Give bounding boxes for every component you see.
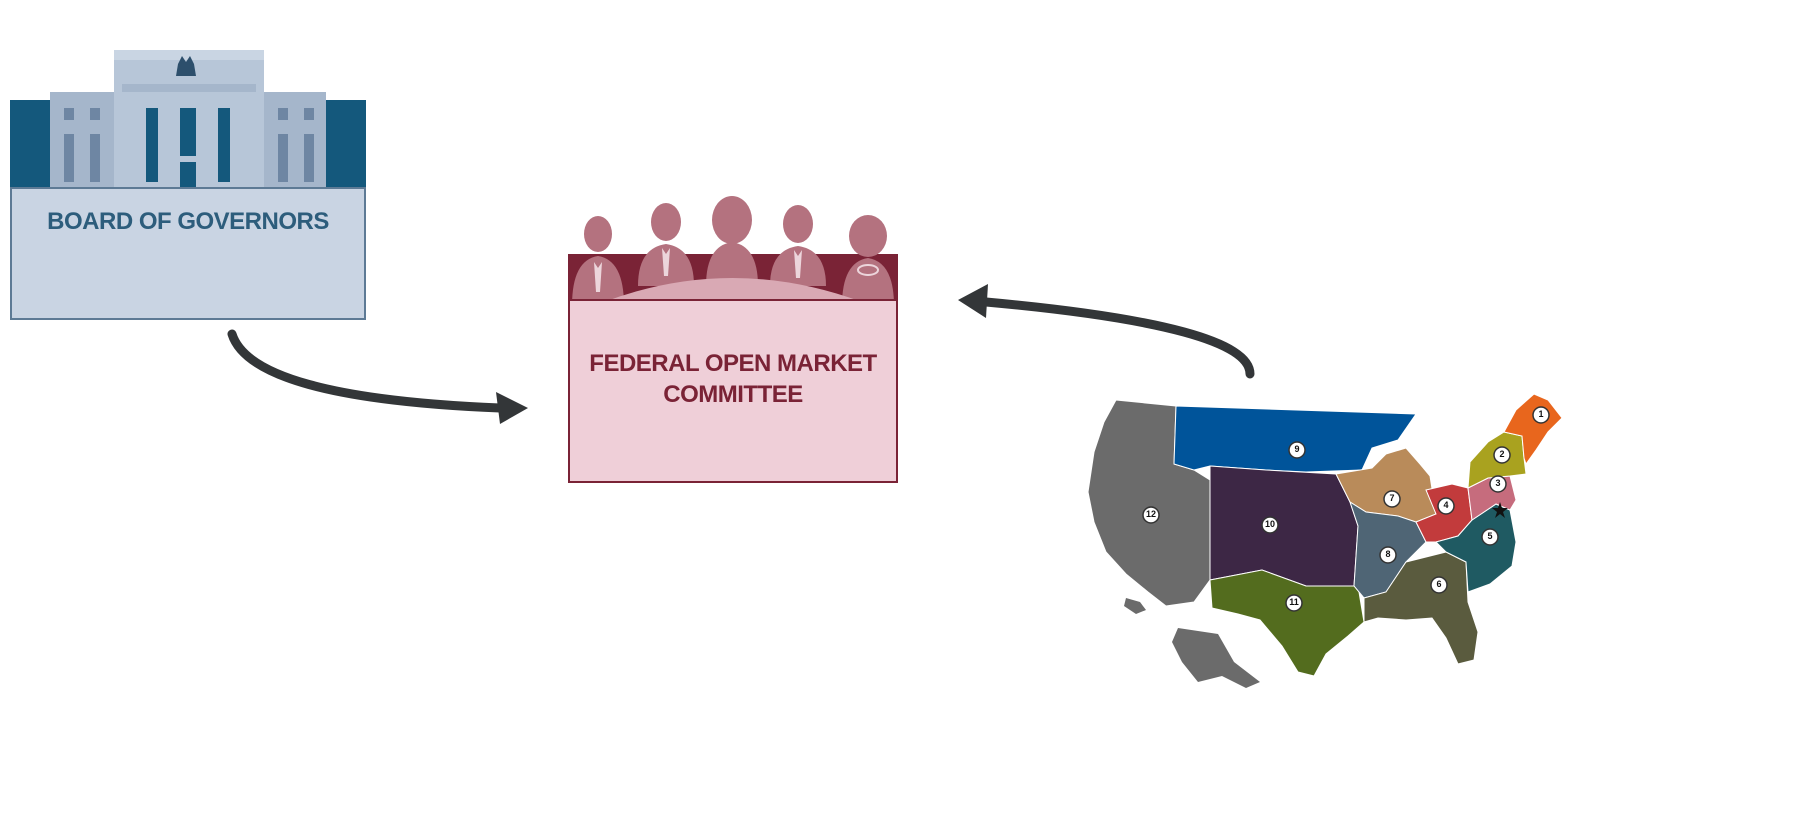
district-label-4: 4 <box>1443 500 1449 510</box>
fomc-committee-illustration <box>568 196 898 483</box>
district-labels: 1 2 3 4 5 6 7 8 9 10 11 12 <box>1086 392 1566 728</box>
district-label-2: 2 <box>1499 449 1505 459</box>
eagle-icon <box>176 56 196 76</box>
arrowhead-left-icon <box>958 284 988 318</box>
board-building-illustration <box>10 50 366 320</box>
federal-reserve-districts-map: 1 2 3 4 5 6 7 8 9 10 11 12 <box>1086 392 1566 728</box>
arrowhead-right-icon <box>496 392 528 424</box>
board-of-governors: BOARD OF GOVERNORS <box>10 48 366 320</box>
district-label-8: 8 <box>1385 549 1391 559</box>
arrow-board-to-fomc <box>227 329 528 424</box>
district-label-3: 3 <box>1495 478 1501 488</box>
district-label-12: 12 <box>1145 509 1156 519</box>
star-icon <box>1492 502 1508 518</box>
district-label-7: 7 <box>1389 493 1395 503</box>
district-label-5: 5 <box>1487 531 1493 541</box>
district-label-10: 10 <box>1264 519 1275 529</box>
district-label-1: 1 <box>1538 409 1544 419</box>
district-label-6: 6 <box>1436 579 1442 589</box>
fomc-label-line2: COMMITTEE <box>663 381 803 408</box>
district-label-11: 11 <box>1289 597 1299 607</box>
federal-open-market-committee: FEDERAL OPEN MARKET COMMITTEE <box>568 196 898 484</box>
district-markers <box>1142 406 1550 612</box>
fomc-label-line1: FEDERAL OPEN MARKET <box>589 350 877 377</box>
board-label: BOARD OF GOVERNORS <box>47 208 329 235</box>
district-label-9: 9 <box>1294 444 1300 454</box>
arrow-districts-to-fomc <box>958 284 1255 379</box>
